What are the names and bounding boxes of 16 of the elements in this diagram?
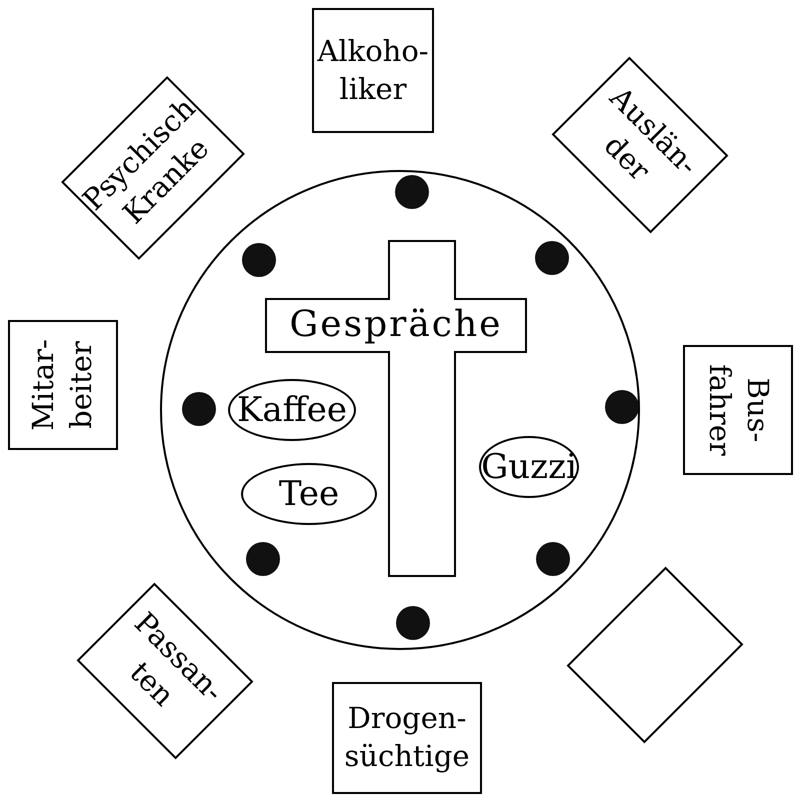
label-ellipse: Kaffee <box>228 379 356 441</box>
label-box: Alkoho- liker <box>312 8 434 133</box>
seat-dot <box>605 390 639 424</box>
seat-dot <box>242 243 276 277</box>
seat-dot <box>182 392 216 426</box>
seat-dot <box>535 241 569 275</box>
label-box: Mitar- beiter <box>8 320 118 450</box>
seat-dot <box>395 175 429 209</box>
label-ellipse: Guzzi <box>479 436 579 498</box>
label-box: Bus- fahrer <box>683 345 793 475</box>
seat-dot <box>396 606 430 640</box>
seat-dot <box>246 542 280 576</box>
label-ellipse: Tee <box>241 463 377 525</box>
seat-dot <box>536 542 570 576</box>
cross-label: Gespräche <box>288 303 504 347</box>
label-box: Drogen- süchtige <box>332 682 482 794</box>
